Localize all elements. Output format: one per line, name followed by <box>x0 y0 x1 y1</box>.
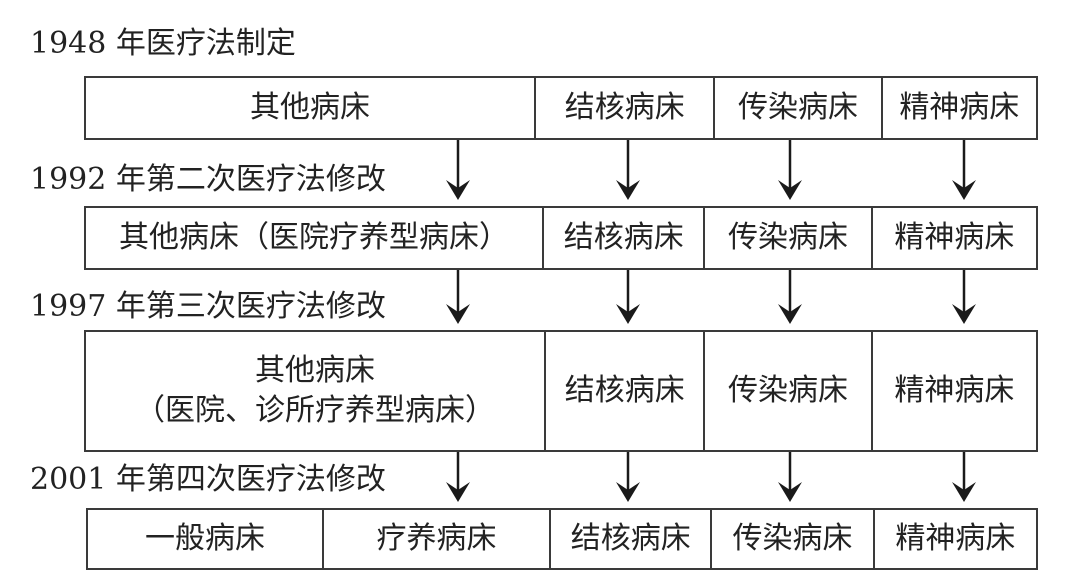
down-arrow-icon <box>778 140 802 200</box>
bed-category-label: 结核病床 <box>570 521 691 556</box>
down-arrow-icon <box>778 452 802 502</box>
bed-category-cell: 结核病床 <box>542 208 703 268</box>
down-arrow-icon <box>778 270 802 324</box>
bed-category-label: 一般病床 <box>145 521 265 556</box>
bed-category-cell: 结核病床 <box>534 78 713 138</box>
down-arrow-icon <box>616 140 640 200</box>
era-label-1: 1948 年医疗法制定 <box>30 26 296 61</box>
bed-category-cell: 传染病床 <box>703 332 870 450</box>
bed-category-label: 疗养病床 <box>376 521 497 556</box>
bed-category-cell: 精神病床 <box>870 332 1036 450</box>
bed-category-row-3: 其他病床 （医院、诊所疗养型病床） 结核病床 传染病床 精神病床 <box>84 330 1038 452</box>
down-arrow-icon <box>616 270 640 324</box>
bed-category-row-4: 一般病床 疗养病床 结核病床 传染病床 精神病床 <box>86 508 1038 570</box>
bed-category-label: 精神病床 <box>894 220 1015 255</box>
era-label-4: 2001 年第四次医疗法修改 <box>30 462 386 497</box>
down-arrow-icon <box>952 270 976 324</box>
bed-category-cell: 精神病床 <box>870 208 1036 268</box>
bed-category-label: 结核病床 <box>563 220 684 255</box>
down-arrow-icon <box>952 140 976 200</box>
down-arrow-icon <box>616 452 640 502</box>
bed-category-label: 结核病床 <box>564 373 685 408</box>
bed-category-label: 精神病床 <box>894 373 1015 408</box>
bed-category-cell: 其他病床 （医院、诊所疗养型病床） <box>86 332 544 450</box>
bed-category-cell: 其他病床（医院疗养型病床） <box>86 208 542 268</box>
bed-category-label: 传染病床 <box>732 521 853 556</box>
down-arrow-icon <box>952 452 976 502</box>
bed-category-cell: 一般病床 <box>88 510 322 568</box>
bed-category-cell: 精神病床 <box>872 510 1036 568</box>
bed-category-label: 传染病床 <box>728 373 849 408</box>
bed-category-cell: 精神病床 <box>880 78 1036 138</box>
down-arrow-icon <box>446 140 470 200</box>
bed-category-label: 传染病床 <box>737 90 858 125</box>
bed-category-label: 其他病床 <box>250 90 371 125</box>
down-arrow-icon <box>446 270 470 324</box>
bed-category-cell: 疗养病床 <box>322 510 549 568</box>
bed-category-cell: 传染病床 <box>710 510 872 568</box>
bed-category-row-2: 其他病床（医院疗养型病床） 结核病床 传染病床 精神病床 <box>84 206 1038 270</box>
bed-category-cell: 结核病床 <box>549 510 710 568</box>
era-label-3: 1997 年第三次医疗法修改 <box>30 289 386 324</box>
bed-category-label: 其他病床 <box>255 353 376 388</box>
down-arrow-icon <box>446 452 470 502</box>
bed-category-cell: 结核病床 <box>544 332 703 450</box>
bed-category-label: 传染病床 <box>728 220 849 255</box>
bed-category-sublabel: （医院、诊所疗养型病床） <box>135 393 496 428</box>
bed-category-label: 精神病床 <box>899 90 1020 125</box>
bed-category-label: 其他病床（医院疗养型病床） <box>119 220 510 255</box>
bed-category-cell: 传染病床 <box>713 78 880 138</box>
era-label-2: 1992 年第二次医疗法修改 <box>30 162 386 197</box>
bed-category-row-1: 其他病床 结核病床 传染病床 精神病床 <box>84 76 1038 140</box>
bed-category-cell: 传染病床 <box>703 208 870 268</box>
bed-category-label: 结核病床 <box>564 90 685 125</box>
bed-category-label: 精神病床 <box>895 521 1016 556</box>
bed-category-cell: 其他病床 <box>86 78 534 138</box>
